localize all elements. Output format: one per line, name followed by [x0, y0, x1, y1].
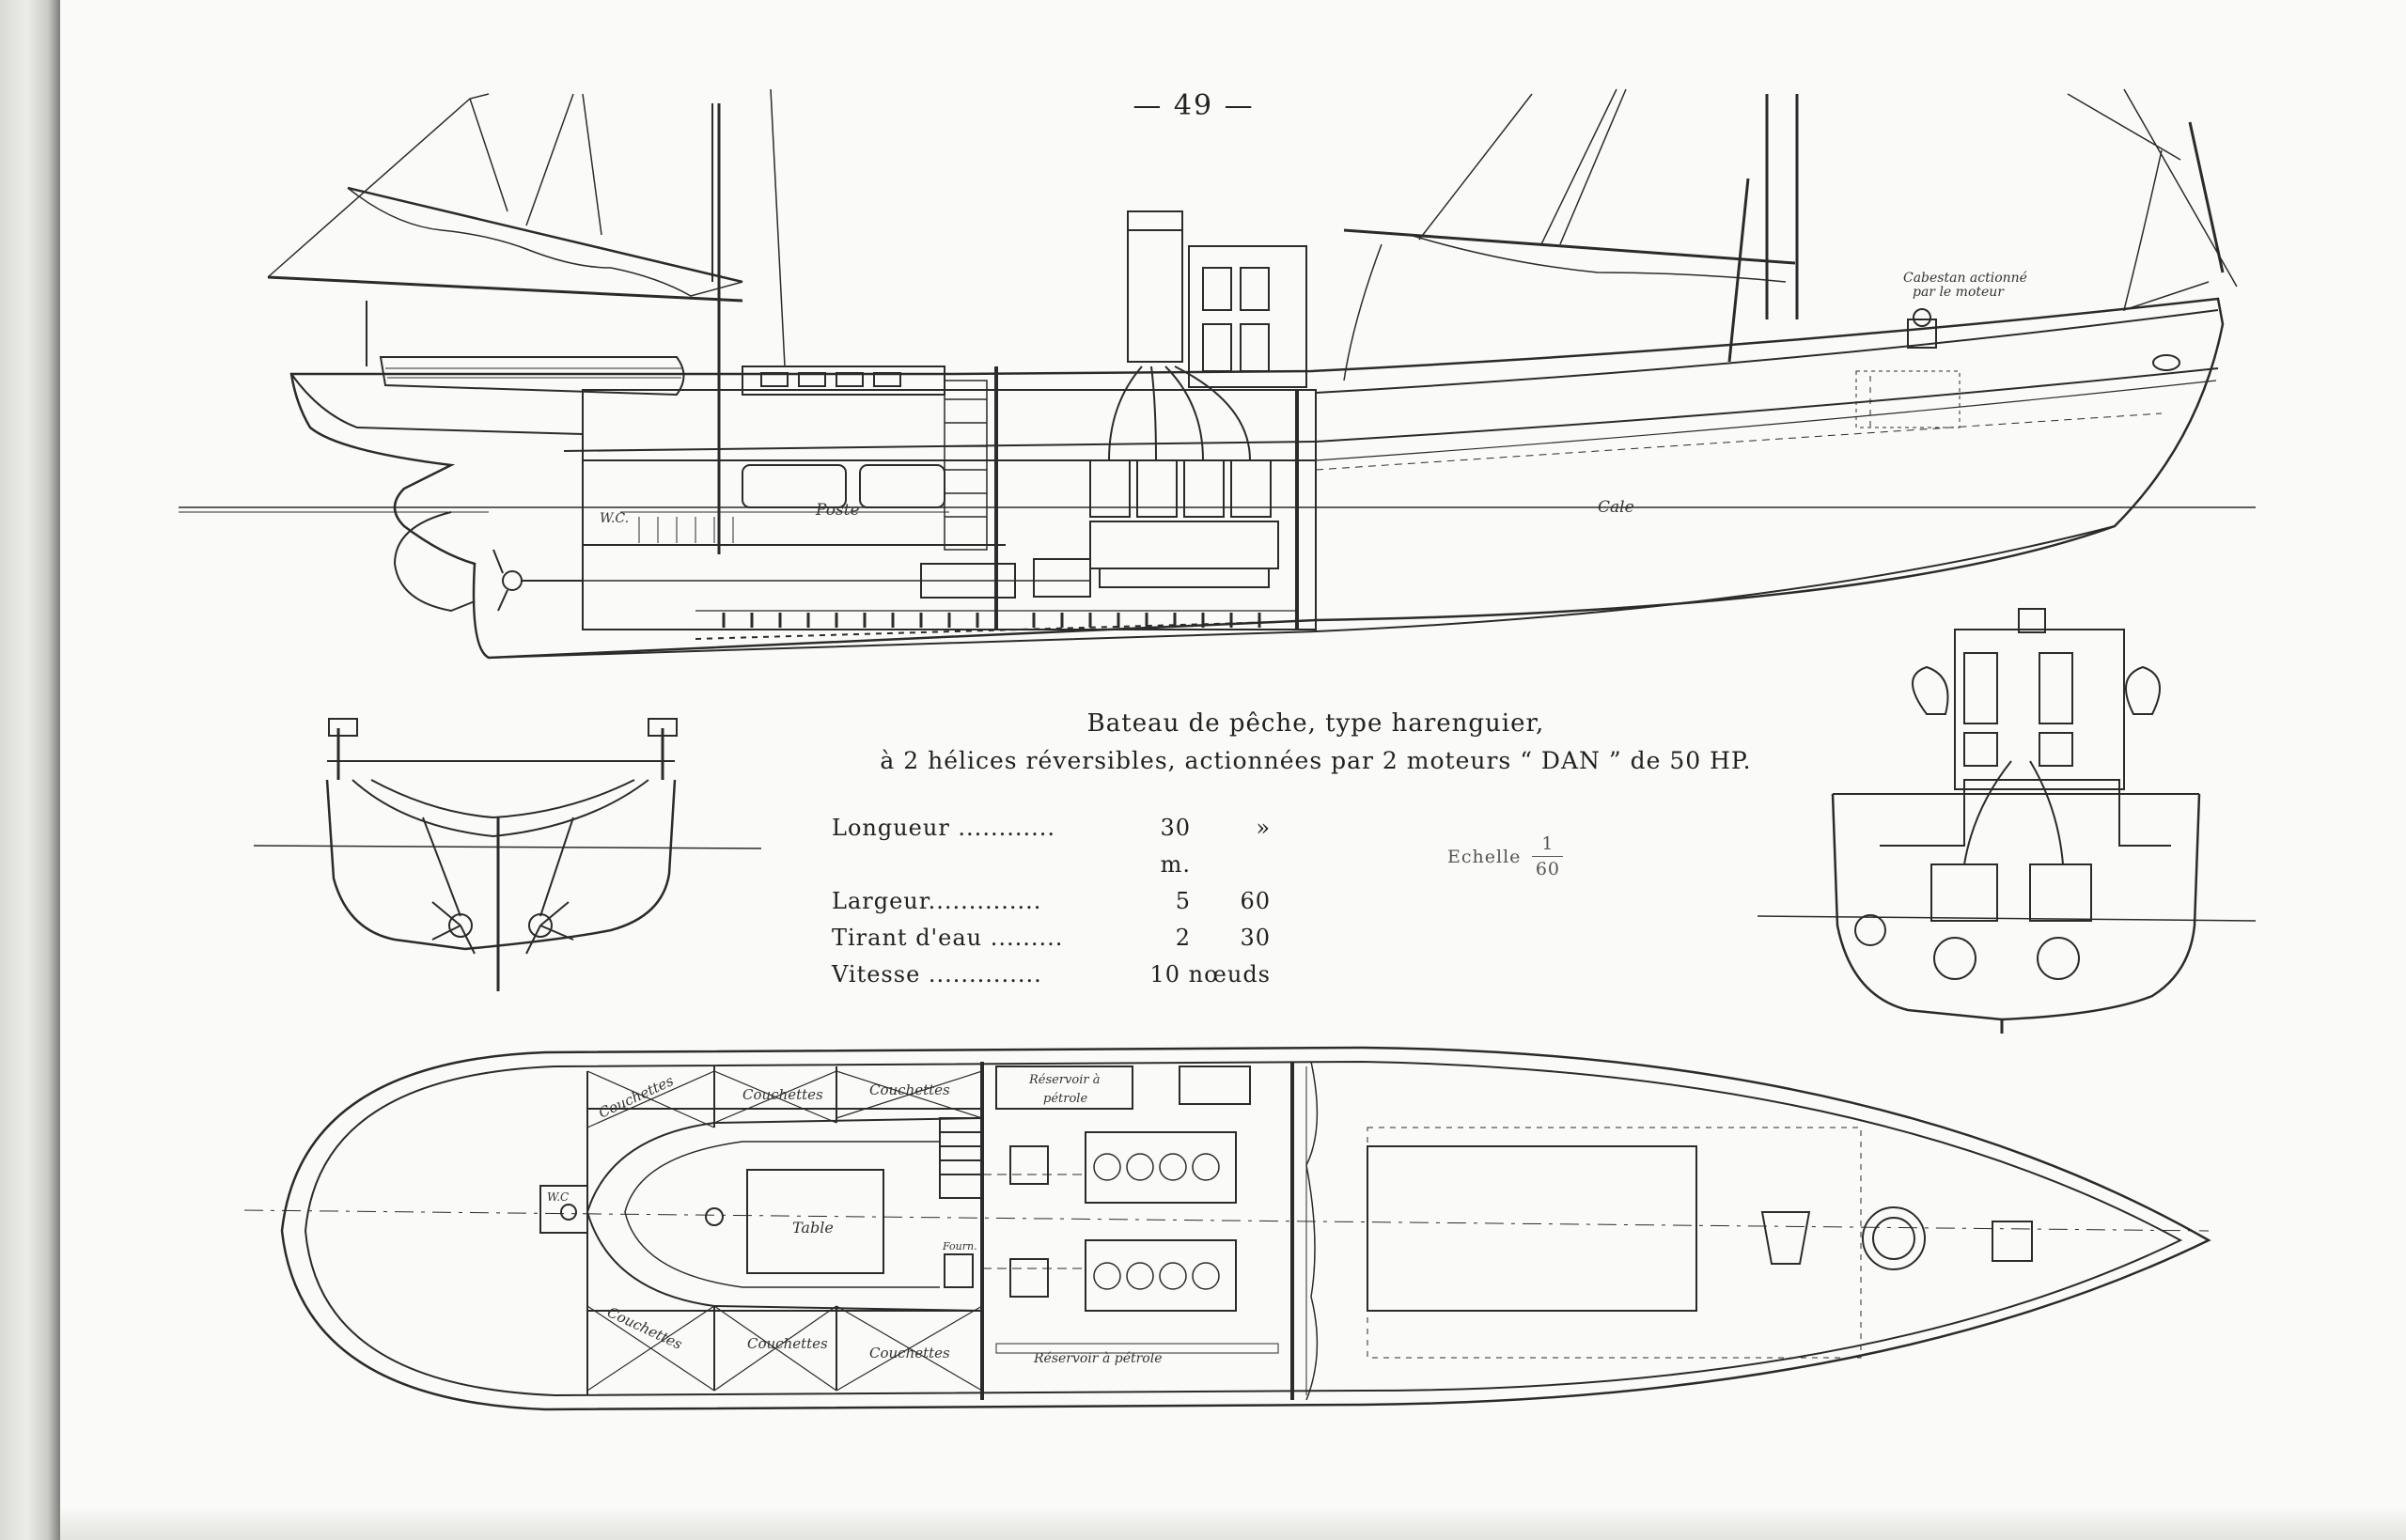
- spec-value-2: 60: [1240, 888, 1271, 914]
- label-cabestan-2: par le moteur: [1913, 285, 2005, 300]
- book-spine: [0, 0, 60, 1540]
- spec-value: 30 m.: [1160, 815, 1191, 878]
- label-couchettes-1: Couchettes: [596, 1072, 677, 1122]
- spec-label: Vitesse ..............: [832, 961, 1042, 988]
- label-reservoir-top-2: pétrole: [1043, 1092, 1087, 1106]
- label-table: Table: [792, 1219, 834, 1237]
- spec-value-2: »: [1256, 815, 1271, 841]
- page-number: — 49 —: [1133, 89, 1255, 122]
- stern-section-drawing: [253, 718, 762, 991]
- deck-plan-drawing: [243, 1046, 2211, 1411]
- label-fourneau: Fourn.: [942, 1240, 977, 1252]
- label-poste: Poste: [815, 501, 860, 520]
- spec-value: 10 nœuds: [1149, 961, 1271, 988]
- caption: Bateau de pêche, type harenguier, à 2 hé…: [752, 705, 1880, 780]
- spec-label: Largeur..............: [832, 888, 1042, 914]
- spec-label: Tirant d'eau .........: [832, 925, 1064, 951]
- midship-section-drawing: [1757, 608, 2257, 1034]
- label-couchettes-6: Couchettes: [869, 1345, 950, 1361]
- spec-value: 5: [1175, 888, 1191, 914]
- scale-label: Echelle: [1447, 846, 1522, 867]
- scale-denominator: 60: [1535, 859, 1561, 879]
- caption-line-2: à 2 hélices réversibles, actionnées par …: [880, 747, 1752, 774]
- label-couchettes-3: Couchettes: [869, 1081, 950, 1098]
- label-reservoir-top: Réservoir à: [1028, 1073, 1101, 1087]
- scale-numerator: 1: [1532, 832, 1564, 857]
- label-cabestan: Cabestan actionné: [1903, 271, 2027, 286]
- spec-value-2: 30: [1240, 925, 1271, 951]
- spec-label: Longueur ............: [832, 815, 1055, 841]
- page-edge-shadow: [60, 1506, 2406, 1540]
- label-reservoir-bottom: Réservoir à pétrole: [1033, 1351, 1163, 1366]
- caption-line-1: Bateau de pêche, type harenguier,: [1086, 709, 1545, 738]
- scale-fraction: 1 60: [1532, 832, 1564, 881]
- label-couchettes-5: Couchettes: [747, 1335, 828, 1352]
- side-profile-drawing: [179, 88, 2256, 660]
- spec-value: 2: [1175, 925, 1191, 951]
- page: [60, 0, 2406, 1540]
- spec-row-largeur: Largeur.............. 5 60: [832, 883, 1271, 920]
- scale-indicator: Echelle 1 60: [1447, 832, 1564, 881]
- spec-row-vitesse: Vitesse .............. 10 nœuds: [832, 957, 1271, 993]
- label-cale: Cale: [1598, 498, 1634, 517]
- label-wc-profile: W.C.: [600, 511, 629, 526]
- label-wc-plan: W.C: [547, 1190, 569, 1204]
- spec-row-tirant-deau: Tirant d'eau ......... 2 30: [832, 920, 1271, 957]
- label-couchettes-2: Couchettes: [742, 1086, 823, 1103]
- specifications-table: Longueur ............ 30 m. » Largeur...…: [832, 810, 1271, 993]
- spec-row-longueur: Longueur ............ 30 m. »: [832, 810, 1271, 883]
